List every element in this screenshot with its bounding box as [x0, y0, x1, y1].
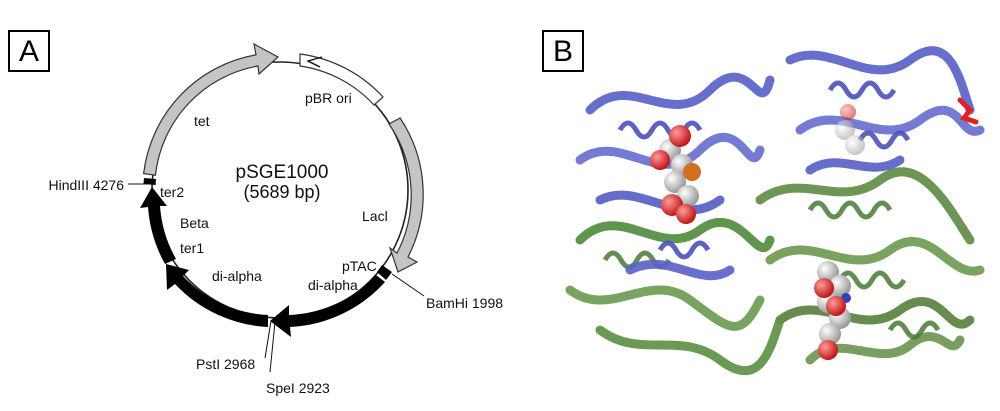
label-bamhi-site: BamHi 1998 [426, 295, 503, 311]
label-tet: tet [194, 113, 210, 129]
ter2-terminator-block [143, 178, 156, 185]
psti-site-line [264, 320, 272, 359]
spei-site-line [269, 321, 276, 373]
ptac-promoter-block [377, 265, 392, 280]
pbr-ori-arrowhead [306, 56, 323, 68]
panel-a-letter: A [8, 30, 50, 72]
label-ter2: ter2 [160, 184, 184, 200]
label-di-alpha-left: di-alpha [212, 268, 262, 284]
protein-structure-svg [565, 46, 985, 376]
label-ptac: pTAC [342, 258, 377, 274]
label-spei-site: SpeI 2923 [266, 380, 330, 396]
alpha-chain-ribbons [575, 46, 985, 281]
panel-b-protein-structure: B [510, 0, 1000, 411]
lacl-gene-arrow [388, 117, 424, 273]
label-beta: Beta [180, 215, 209, 231]
di-alpha-left-arrow [166, 264, 268, 327]
heme-group-3 [835, 104, 865, 155]
label-ter1: ter1 [180, 240, 204, 256]
label-psti-site: PstI 2968 [196, 356, 255, 372]
panel-a-plasmid-map: A pSGE1000 (5689 bp) tet pBR ori La [8, 30, 503, 396]
label-di-alpha-right: di-alpha [308, 277, 358, 293]
label-lacl: Lacl [362, 208, 388, 224]
tet-gene-arrow [142, 42, 280, 176]
plasmid-name: pSGE1000 [236, 162, 329, 183]
bamhi-site-line [391, 273, 425, 297]
panel-b-letter: B [542, 30, 584, 72]
beta-gene-arrow [140, 187, 176, 264]
pbr-ori-arrow [299, 53, 384, 106]
plasmid-map-svg: pSGE1000 (5689 bp) tet pBR ori Lacl pTAC… [49, 42, 503, 396]
plasmid-size: (5689 bp) [243, 182, 320, 202]
beta-chain-helix-coils [602, 200, 941, 340]
label-hindiii-site: HindIII 4276 [49, 177, 125, 193]
beta-chain-ribbons [565, 167, 985, 376]
di-alpha-right-arrow [270, 275, 385, 337]
label-pbr-ori: pBR ori [305, 90, 352, 106]
heme-group-2 [814, 261, 851, 360]
heme-group-1 [650, 125, 701, 224]
highlighted-residue [957, 97, 979, 125]
